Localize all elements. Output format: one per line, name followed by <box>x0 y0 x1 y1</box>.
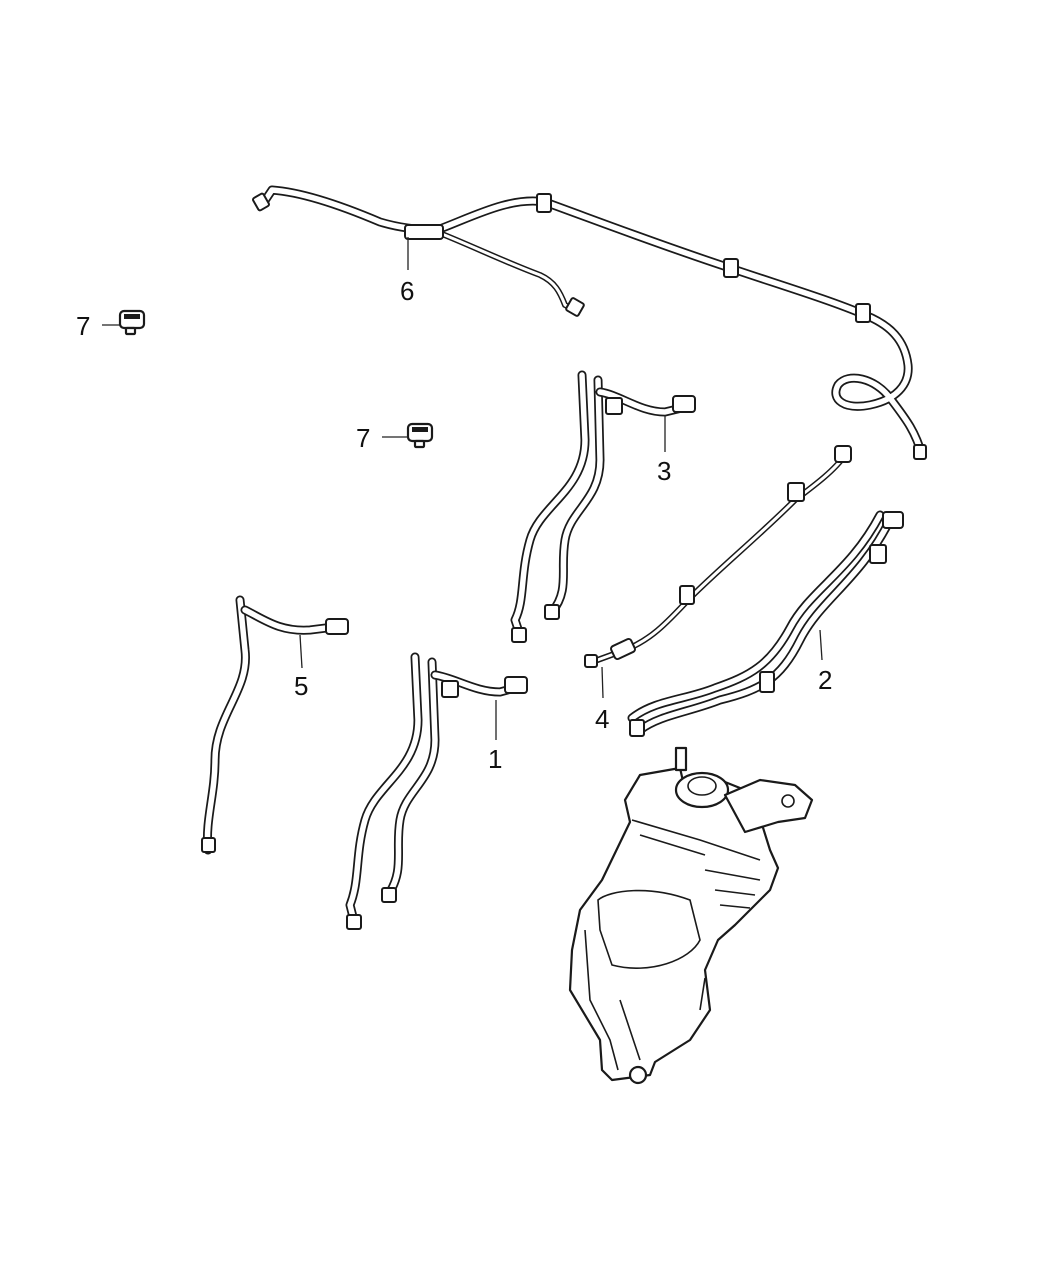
washer-hose-6 <box>252 185 927 460</box>
svg-text:4: 4 <box>595 704 609 734</box>
callout-4: 4 <box>595 666 609 734</box>
callout-1: 1 <box>488 700 502 774</box>
washer-nozzle-7a <box>118 309 146 336</box>
callout-7b: 7 <box>356 423 408 453</box>
svg-text:7: 7 <box>356 423 370 453</box>
svg-text:7: 7 <box>76 311 90 341</box>
washer-reservoir <box>568 746 814 1085</box>
washer-tube-4 <box>584 445 852 668</box>
callout-5: 5 <box>294 634 308 701</box>
svg-text:5: 5 <box>294 671 308 701</box>
callout-6: 6 <box>400 237 414 306</box>
callout-3: 3 <box>657 415 671 486</box>
svg-text:6: 6 <box>400 276 414 306</box>
washer-nozzle-7b <box>406 422 434 449</box>
callout-2: 2 <box>818 629 832 695</box>
svg-text:2: 2 <box>818 665 832 695</box>
washer-hose-5 <box>201 595 349 855</box>
washer-hose-1 <box>345 652 528 930</box>
washer-hose-3 <box>510 370 696 643</box>
washer-hose-2 <box>627 510 904 737</box>
callout-7a: 7 <box>76 311 120 341</box>
svg-text:1: 1 <box>488 744 502 774</box>
svg-text:3: 3 <box>657 456 671 486</box>
